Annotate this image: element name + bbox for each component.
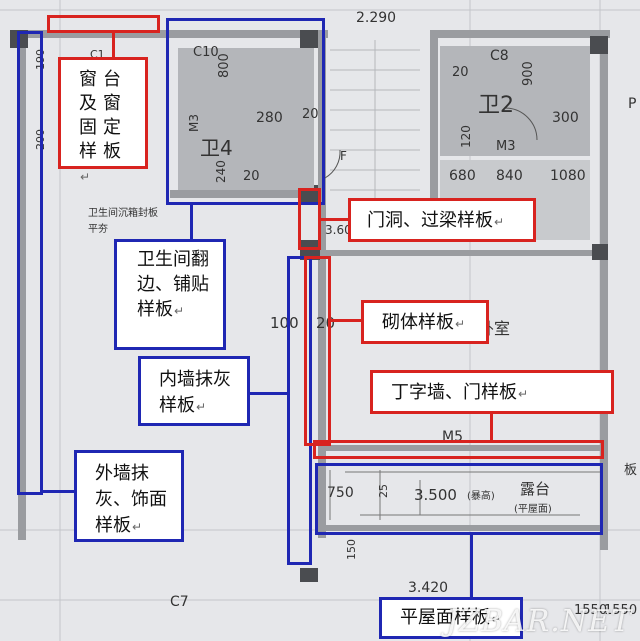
interior-wall-region [287, 256, 312, 565]
plan-elev: 3.500 [414, 486, 457, 504]
flat-roof-region [315, 463, 603, 535]
window-sill-leader [112, 32, 115, 57]
plan-d840: 840 [496, 168, 523, 184]
plan-note1: 卫生间沉箱封板 [88, 206, 158, 219]
plan-d300: 300 [552, 110, 579, 126]
plan-d1080: 1080 [550, 168, 586, 184]
plan-wei2: 卫2 [478, 93, 514, 118]
toilet-region [166, 18, 325, 205]
toilet-label: 卫生间翻边、铺贴样板↵ [114, 239, 226, 350]
plan-p: P [628, 96, 636, 112]
plan-d3420: 3.420 [408, 580, 448, 596]
interior-plaster-label: 内墙抹灰样板↵ [138, 356, 250, 426]
t-wall-label: 丁字墙、门样板↵ [370, 370, 614, 414]
plan-d120: 120 [459, 125, 473, 148]
plan-c8: C8 [490, 48, 509, 64]
interior-plaster-leader [250, 392, 288, 395]
door-lintel-label: 门洞、过梁样板↵ [348, 198, 536, 242]
plan-c10: C10 [193, 45, 219, 60]
flat-roof-label: 平屋面样板↵ [379, 597, 523, 639]
plan-d360: 3.60 [325, 223, 352, 237]
plan-c7: C7 [170, 594, 189, 610]
door-lintel-leader [321, 218, 351, 221]
plan-m3-left: M3 [187, 114, 201, 132]
plan-d1550b: 1550 [604, 603, 637, 618]
plan-d750: 750 [327, 485, 354, 501]
plan-note2: 平夯 [88, 222, 108, 235]
plan-d20a: 20 [302, 107, 319, 122]
t-wall-leader [490, 412, 493, 441]
plan-d150: 150 [345, 539, 358, 560]
plan-terrace: 露台 [520, 480, 550, 498]
plan-d20b: 20 [243, 169, 260, 184]
exterior-plaster-leader [43, 490, 76, 493]
window-sill-label: 窗台及窗固定样板↵ [58, 57, 148, 184]
toilet-leader [190, 205, 193, 239]
plan-elev-note: (暴高) [467, 489, 495, 502]
plan-f: F [340, 149, 347, 163]
plan-d25: 25 [377, 484, 390, 498]
plan-m3-right: M3 [496, 139, 516, 154]
exterior-wall-region [17, 31, 43, 495]
watermark-text: JZBAR.NET [446, 604, 632, 639]
plan-d680: 680 [449, 168, 476, 184]
plan-d20c: 20 [452, 65, 469, 80]
exterior-plaster-label: 外墙抹灰、饰面样板↵ [74, 450, 184, 542]
plan-d900: 900 [521, 61, 536, 86]
masonry-region [304, 256, 331, 446]
plan-d280: 280 [256, 110, 283, 126]
plan-dim-top: 2.290 [356, 10, 396, 26]
flat-roof-leader [470, 535, 473, 597]
plan-wei4: 卫4 [200, 136, 233, 160]
masonry-leader [331, 319, 361, 322]
plan-terrace-note: (平屋面) [514, 503, 552, 515]
t-wall-region [313, 440, 604, 459]
door-lintel-region [298, 188, 321, 250]
masonry-label: 砌体样板↵ [361, 300, 489, 344]
plan-d240: 240 [214, 160, 228, 183]
plan-d800: 800 [217, 53, 232, 78]
plan-d1550a: 1550 [574, 603, 607, 618]
window-sill-region [47, 15, 160, 33]
plan-d100: 100 [270, 314, 299, 332]
plan-ban: 板 [624, 463, 637, 478]
